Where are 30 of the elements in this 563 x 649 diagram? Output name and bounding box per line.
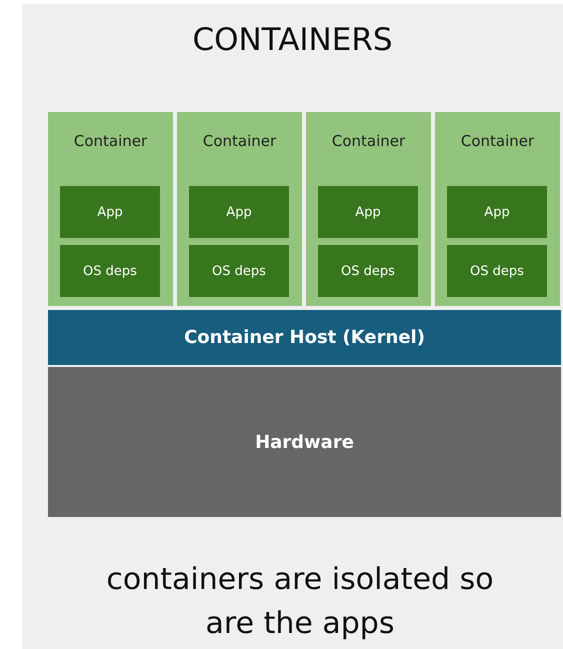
caption: containers are isolated so are the apps [105,561,495,643]
node-label: App [484,204,510,220]
app-box [189,186,289,238]
node-label: Hardware [255,432,354,452]
node-label: Container [460,132,534,150]
app-box [447,186,547,238]
container-box [177,112,302,306]
container-box [435,112,560,306]
node-label: Container [332,132,406,150]
app-box [60,186,160,238]
node-label: App [226,204,252,220]
os-deps-box [318,245,418,297]
node-label: OS deps [212,264,266,278]
node-label: Container [74,132,148,150]
node-label: OS deps [470,264,524,278]
node-label: OS deps [83,264,137,278]
container-box [48,112,173,306]
os-deps-box [447,245,547,297]
hardware-layer [48,367,561,517]
app-box [318,186,418,238]
node-label: Container Host (Kernel) [184,327,425,348]
os-deps-box [60,245,160,297]
node-label: OS deps [341,264,395,278]
node-label: App [355,204,381,220]
host-layer [48,310,561,365]
diagram-title: CONTAINERS [191,22,394,58]
container-box [306,112,431,306]
node-label: App [97,204,123,220]
os-deps-box [189,245,289,297]
node-label: Container [202,132,276,150]
